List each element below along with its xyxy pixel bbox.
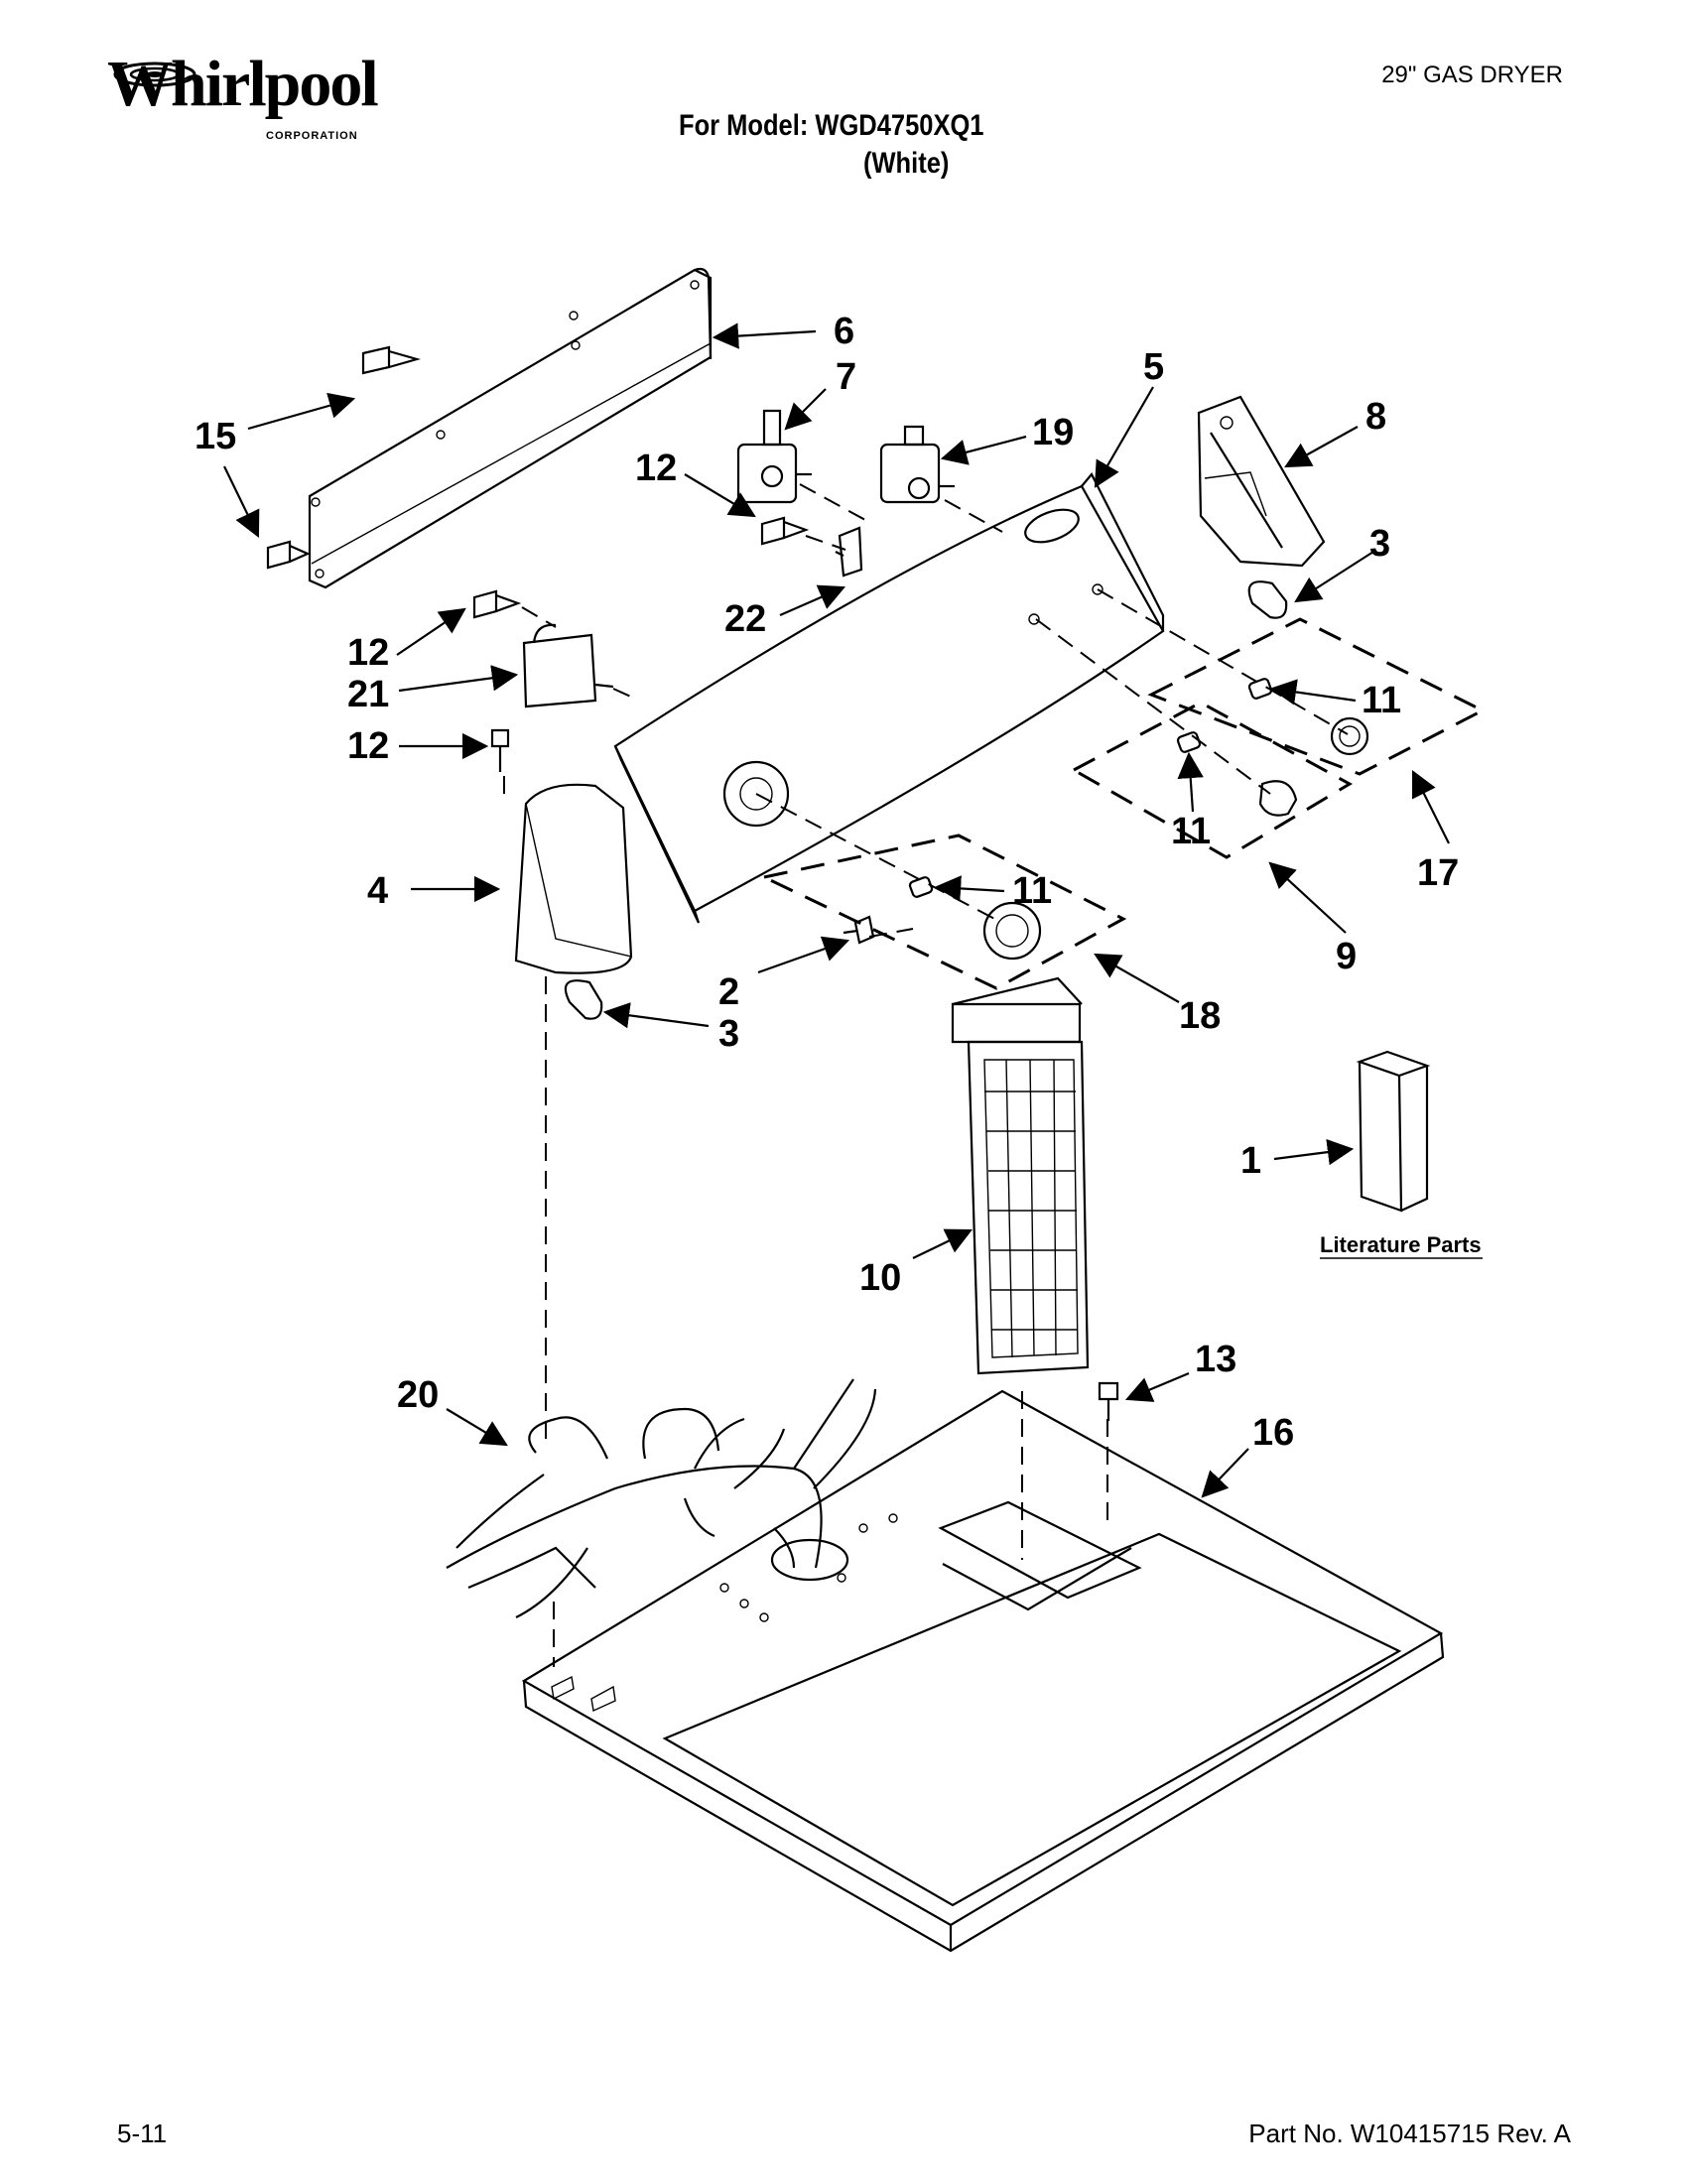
callout-18: 18 xyxy=(1179,995,1221,1037)
callout-9: 9 xyxy=(1336,936,1357,977)
model-color: (White) xyxy=(863,147,950,180)
clip-part xyxy=(1247,580,1288,619)
knob-part xyxy=(1330,716,1369,756)
callout-19: 19 xyxy=(1032,412,1074,453)
callout-labels: 6 7 5 19 8 15 12 3 22 12 21 11 12 11 17 … xyxy=(195,311,1459,1498)
callout-21: 21 xyxy=(347,674,389,715)
page-code: 5-11 xyxy=(117,2119,168,2148)
logo-swirl-icon xyxy=(113,62,196,87)
group-box-18 xyxy=(759,834,1127,990)
callout-12: 12 xyxy=(347,725,389,767)
brand-name: Whirlpool xyxy=(107,48,379,120)
dryer-top-part xyxy=(521,1389,1445,1953)
brand-sub: CORPORATION xyxy=(266,130,358,142)
screw-part xyxy=(472,589,522,619)
callout-6: 6 xyxy=(834,311,854,352)
callout-15: 15 xyxy=(195,416,236,457)
callout-12: 12 xyxy=(347,632,389,674)
clip-part xyxy=(564,979,603,1020)
callout-7: 7 xyxy=(836,356,856,398)
group-box-17 xyxy=(1147,617,1487,776)
end-cap-part xyxy=(514,783,633,974)
product-type: 29" GAS DRYER xyxy=(1381,62,1563,88)
clip-part xyxy=(835,526,863,578)
screw-part xyxy=(1098,1381,1119,1421)
callout-13: 13 xyxy=(1195,1339,1236,1380)
screw-part xyxy=(266,540,311,570)
screw-part xyxy=(760,516,810,546)
model-line: For Model: WGD4750XQ1 xyxy=(679,109,984,142)
callout-8: 8 xyxy=(1365,396,1386,438)
lint-screen-part xyxy=(951,976,1090,1375)
console-panel-part xyxy=(613,472,1165,924)
callout-16: 16 xyxy=(1252,1412,1294,1454)
spacer-part xyxy=(1176,731,1202,753)
callout-10: 10 xyxy=(859,1257,901,1299)
timer-part xyxy=(522,623,614,708)
part-number: Part No. W10415715 Rev. A xyxy=(1248,2119,1571,2148)
callout-11: 11 xyxy=(1362,680,1401,721)
rear-panel-part xyxy=(308,267,713,589)
callout-1: 1 xyxy=(1240,1140,1261,1182)
callout-5: 5 xyxy=(1143,346,1164,388)
spacer-part xyxy=(908,876,934,898)
callout-3: 3 xyxy=(1369,523,1390,565)
switch-part xyxy=(879,425,955,504)
callout-3: 3 xyxy=(718,1013,739,1055)
knob-part xyxy=(982,901,1042,961)
callout-17: 17 xyxy=(1417,852,1459,894)
literature-part xyxy=(1356,1050,1431,1213)
callout-20: 20 xyxy=(397,1374,439,1416)
group-box-9 xyxy=(1070,701,1354,859)
bracket-part xyxy=(1197,395,1326,568)
callout-2: 2 xyxy=(718,971,739,1013)
callout-12: 12 xyxy=(635,448,677,489)
callout-11: 11 xyxy=(1012,870,1052,912)
screw-part xyxy=(361,345,422,375)
screw-part xyxy=(490,728,510,772)
callout-22: 22 xyxy=(724,598,766,640)
knob-part xyxy=(1258,780,1298,817)
literature-parts-label: Literature Parts xyxy=(1320,1232,1482,1257)
wire-harness-part xyxy=(446,1378,877,1618)
switch-part xyxy=(736,409,812,504)
callout-11: 11 xyxy=(1171,811,1211,852)
callout-4: 4 xyxy=(367,870,388,912)
